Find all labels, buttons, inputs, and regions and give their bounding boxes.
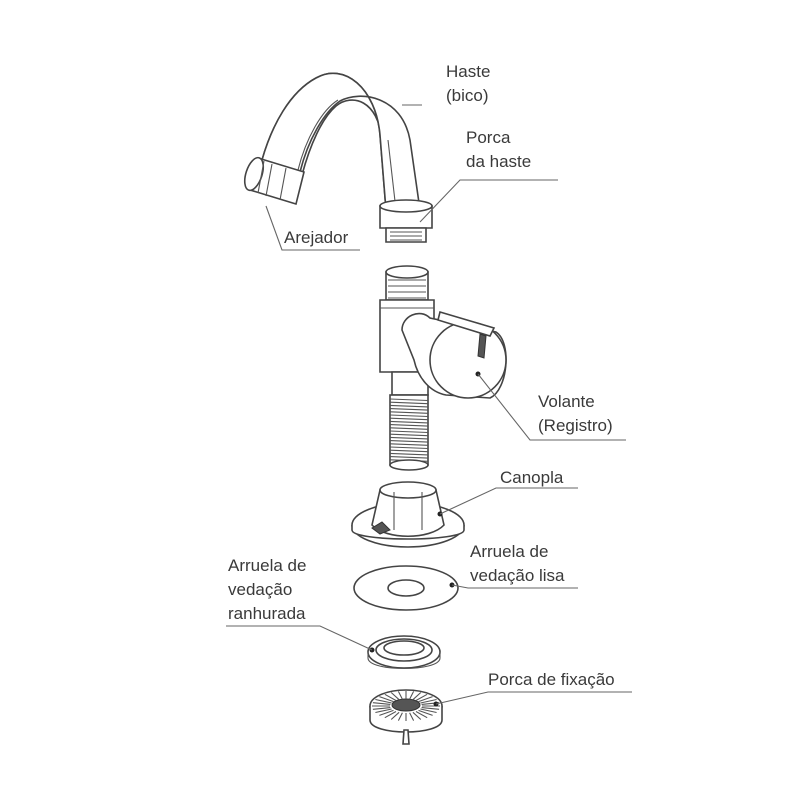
label-arruela-ranhurada-2: vedação	[228, 580, 293, 599]
label-porca-haste-2: da haste	[466, 152, 532, 171]
label-porca-fixacao: Porca de fixação	[488, 670, 615, 689]
label-bico: (bico)	[446, 86, 489, 105]
aerator-arejador	[243, 156, 305, 206]
leader-lines	[226, 104, 632, 705]
threaded-shank	[389, 394, 429, 471]
label-volante: Volante	[538, 392, 595, 411]
spout-nut-porca-da-haste	[379, 199, 433, 243]
flat-washer-arruela-lisa	[353, 565, 459, 611]
label-arruela-lisa-1: Arruela de	[470, 542, 549, 561]
label-haste: Haste	[446, 62, 491, 81]
grooved-washer-arruela-ranhurada	[367, 635, 441, 670]
fixing-nut-porca-de-fixacao	[369, 689, 443, 745]
label-registro: (Registro)	[538, 416, 613, 435]
label-arejador: Arejador	[284, 228, 349, 247]
canopla	[351, 481, 465, 548]
label-arruela-ranhurada-3: ranhurada	[228, 604, 306, 623]
label-arruela-ranhurada-1: Arruela de	[228, 556, 307, 575]
label-canopla: Canopla	[500, 468, 564, 487]
label-arruela-lisa-2: vedação lisa	[470, 566, 565, 585]
label-porca-haste-1: Porca	[466, 128, 511, 147]
